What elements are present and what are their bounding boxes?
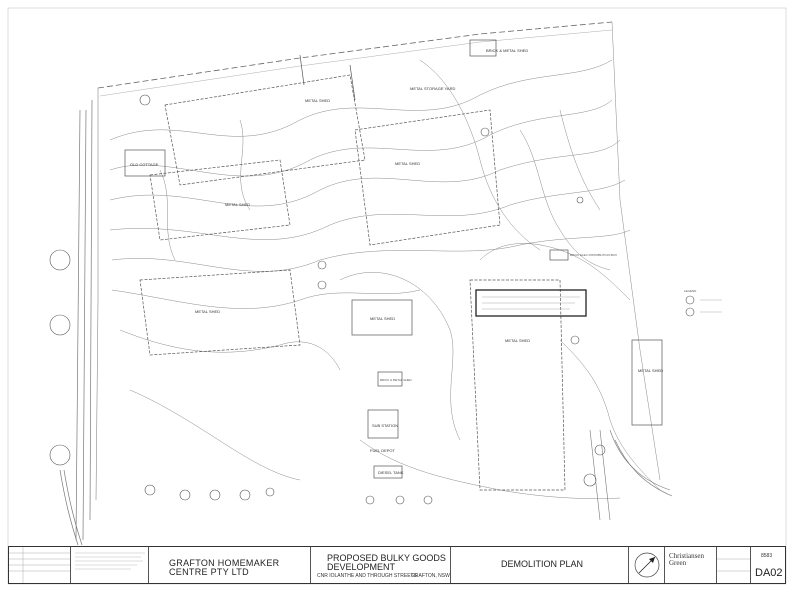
tree-icon [570,335,580,345]
metal-shed-label-small: METAL SHED [370,316,395,321]
elec-box-outline [549,249,569,261]
metal-shed-label-north-west: METAL SHED [225,202,250,207]
client-name-line1: GRAFTON HOMEMAKER [169,558,280,568]
project-title: PROPOSED BULKY GOODS DEVELOPMENT [327,554,446,572]
tree-icon [265,487,275,497]
tree-icon [49,249,71,271]
demolition-note-box [475,289,587,317]
metal-shed-label-warehouse: METAL SHED [505,338,530,343]
project-title-line1: PROPOSED BULKY GOODS [327,553,446,563]
metal-shed-label-east: METAL SHED [638,368,663,373]
old-cottage-outline [124,149,166,177]
title-block: GRAFTON HOMEMAKER CENTRE PTY LTD PROPOSE… [8,546,786,584]
drawing-number: DA02 [755,567,783,579]
metal-shed-east [631,339,663,426]
metal-shed-label-centre: METAL SHED [395,161,420,166]
tree-icon [480,127,490,137]
brick-metal-shed-label-2: BRICK & METAL SHED [380,378,413,382]
drawing-number-cell: 8583 DA02 [751,547,785,583]
tree-icon [685,307,695,317]
metal-storage-yard-label: METAL STORAGE YARD [410,86,455,91]
tree-icon [49,314,71,336]
metal-shed-centre [354,109,501,246]
diesel-tank-outline [373,465,403,479]
eastern-access-road [589,429,673,521]
western-road [59,99,93,546]
contour-lines [109,59,661,499]
tree-symbols [49,94,695,505]
metal-shed-north [164,74,366,186]
firm-name-line2: Green [669,559,687,567]
sub-station-label: SUB STATION [372,423,398,428]
tree-icon [423,495,433,505]
sheet-border [7,7,787,585]
large-warehouse-outline [469,279,566,491]
tree-icon [685,295,695,305]
firm-name-line1: Christiansen [669,552,704,560]
revision-grid [9,547,70,583]
brick-metal-shed-label: BRICK & METAL SHED [486,48,528,53]
north-point-cell [629,547,665,583]
brick-shed-outline [377,371,403,387]
brick-metal-shed-outline [469,39,497,57]
elec-box-label: BRICK ELEC DISTRIBUTION BOX [570,253,617,257]
old-cottage-label: OLD COTTAGE [130,162,159,167]
job-number: 8583 [761,553,773,559]
drawing-title: DEMOLITION PLAN [501,559,584,569]
tree-icon [49,444,71,466]
tree-icon [209,489,221,501]
info-cell [717,547,751,583]
notes-lines [75,552,145,570]
tree-icon [239,489,251,501]
existing-buildings [124,39,663,491]
notes-cell [71,547,149,583]
tree-icon [317,260,327,270]
project-title-line2: DEVELOPMENT [327,562,396,572]
client-name: GRAFTON HOMEMAKER CENTRE PTY LTD [169,559,279,577]
info-grid [717,558,750,572]
tree-icon [179,489,191,501]
project-cell: PROPOSED BULKY GOODS DEVELOPMENT CNR IOL… [311,547,451,583]
sub-station-outline [367,409,399,439]
revision-table [9,547,71,583]
firm-logo: Christiansen Green [669,553,704,567]
tree-icon [144,484,156,496]
firm-cell: Christiansen Green [665,547,717,583]
tree-icon [576,196,584,204]
metal-shed-label-west: METAL SHED [195,309,220,314]
tree-icon [317,280,327,290]
client-cell: GRAFTON HOMEMAKER CENTRE PTY LTD [149,547,311,583]
project-address: CNR IOLANTHE AND THROUGH STREETS [317,573,417,579]
client-name-line2: CENTRE PTY LTD [169,567,249,577]
diesel-tank-label: DIESEL TANK [378,470,404,475]
drawing-title-cell: DEMOLITION PLAN [451,547,629,583]
tree-icon [365,495,375,505]
metal-shed-small [351,299,413,336]
metal-shed-west [139,269,301,356]
fuel-depot-label: FUEL DEPOT [370,448,396,453]
legend: LEGEND [684,289,722,313]
tree-icon [139,94,151,106]
metal-shed-north-west [149,159,291,241]
legend-title: LEGEND [684,289,697,293]
project-suburb: GRAFTON, NSW [411,573,450,579]
tree-icon [583,473,597,487]
metal-shed-label-north: METAL SHED [305,98,330,103]
tree-icon [395,495,405,505]
site-boundary [95,21,661,501]
north-arrow-icon [634,552,660,578]
tree-icon [594,444,606,456]
